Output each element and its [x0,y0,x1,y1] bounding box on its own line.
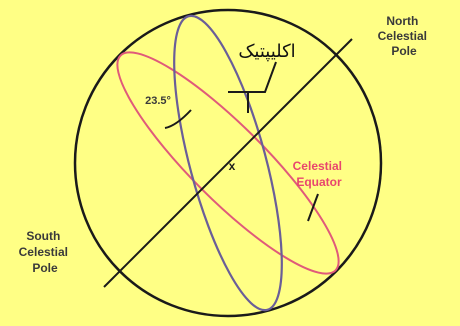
north-celestial-pole-label: North Celestial Pole [378,14,431,58]
ecliptic-label-bracket [228,62,276,92]
angle-label: 23.5° [145,95,171,107]
equator-label-pointer [308,194,318,221]
ecliptic-label: اکلیپتیک [238,41,295,62]
center-mark: x [229,159,236,173]
celestial-equator-label: Celestial Equator [293,159,346,189]
south-celestial-pole-label: South Celestial Pole [19,229,72,275]
